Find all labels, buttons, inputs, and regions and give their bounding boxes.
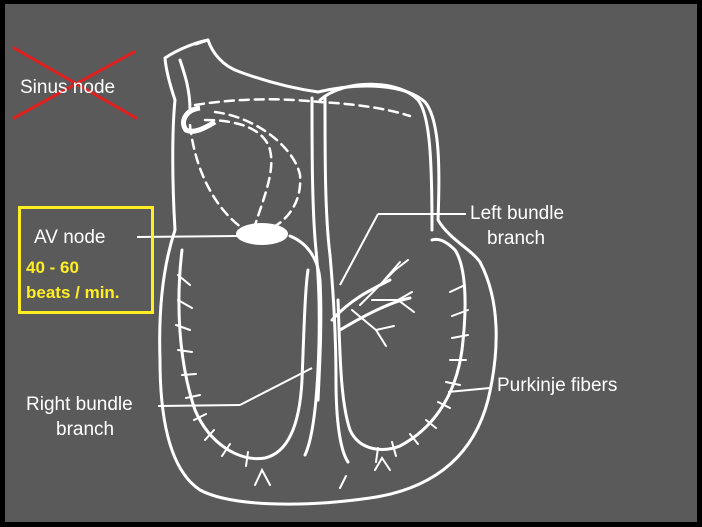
- right-bundle-label-2: branch: [56, 418, 114, 441]
- av-rate-unit: beats / min.: [26, 281, 120, 305]
- purkinje-label: Purkinje fibers: [497, 374, 617, 397]
- av-node-shape: [236, 223, 288, 245]
- right-bundle-leader-h: [158, 405, 240, 406]
- left-bundle-label-1: Left bundle: [470, 202, 564, 225]
- av-rate-value: 40 - 60: [26, 256, 79, 280]
- left-bundle-label-2: branch: [487, 227, 545, 250]
- right-bundle-label-1: Right bundle: [26, 393, 133, 416]
- av-node-label: AV node: [34, 226, 105, 249]
- sinus-node-label: Sinus node: [20, 76, 115, 99]
